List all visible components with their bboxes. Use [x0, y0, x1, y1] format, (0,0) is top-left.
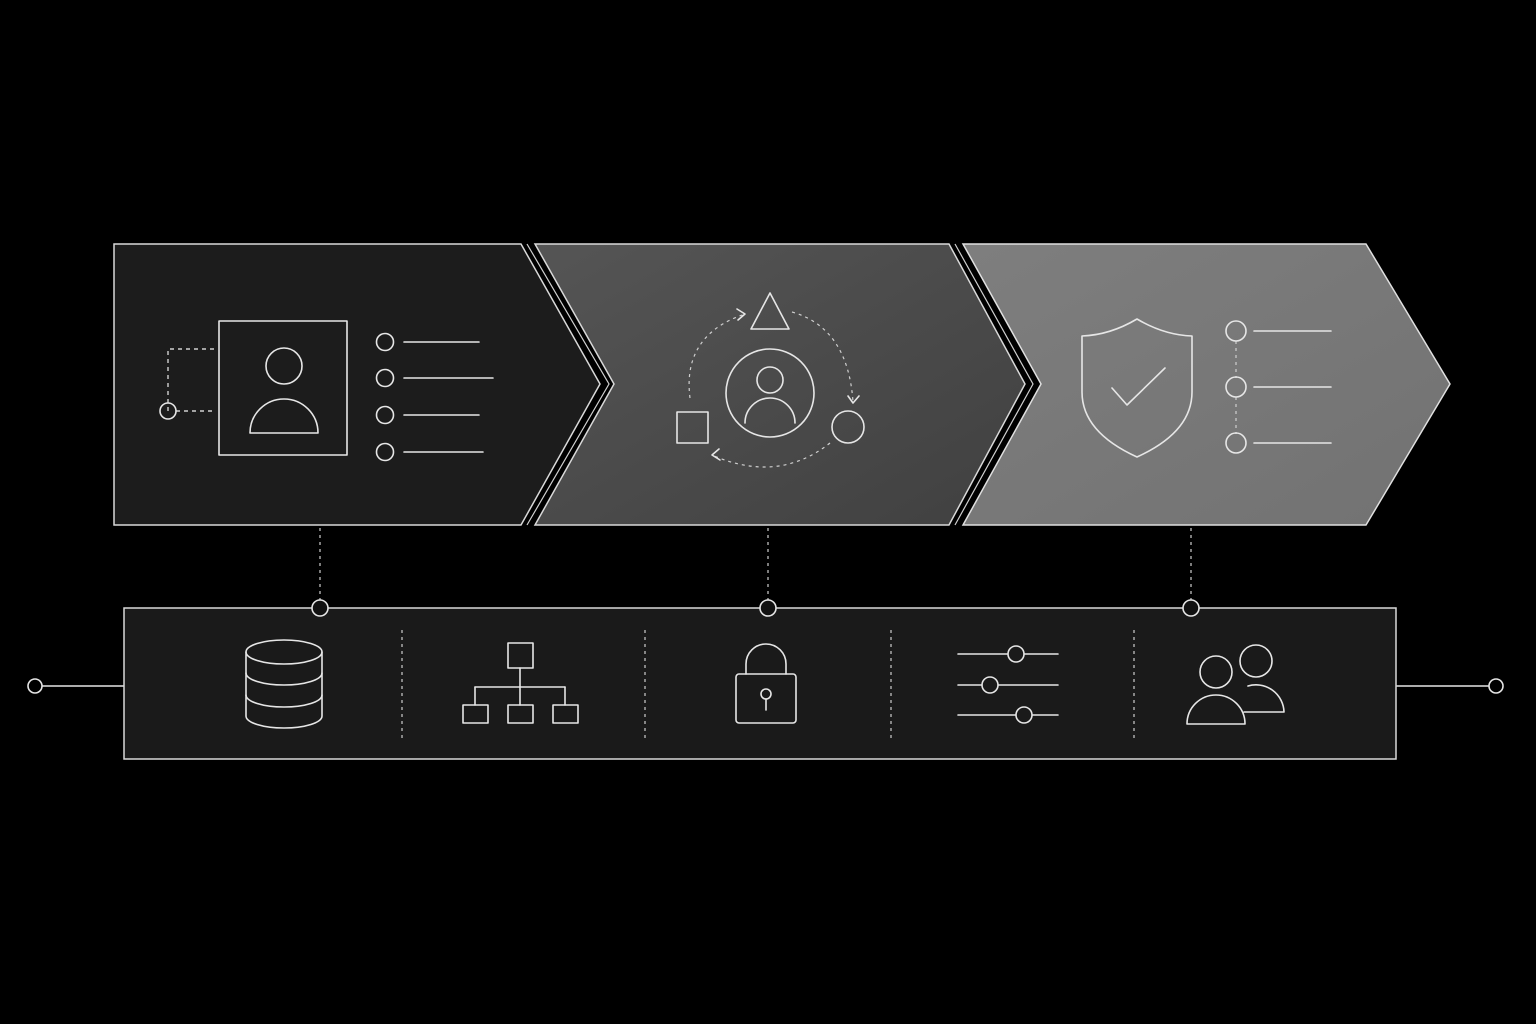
shield-check-icon [1081, 318, 1193, 458]
connector-node-3 [1182, 599, 1200, 617]
stage-2-edge-accent [954, 243, 1034, 526]
stage-1-chevron [113, 243, 610, 526]
stage-2-chevron [533, 243, 1034, 526]
user-cycle-icon [676, 292, 865, 468]
list-icon [1225, 320, 1332, 454]
stage-3-shape [961, 243, 1451, 526]
left-connector-node [27, 678, 43, 694]
stage-1-shape [113, 243, 601, 526]
hierarchy-icon [462, 642, 579, 724]
user-profile-icon [159, 320, 348, 456]
padlock-icon [735, 643, 797, 724]
connector-node-2 [759, 599, 777, 617]
list-icon [375, 332, 494, 462]
foundation-bar [27, 599, 1504, 760]
stage-connectors [319, 528, 1192, 600]
stage-3-chevron [961, 243, 1451, 526]
right-connector-node [1488, 678, 1504, 694]
stage-2-shape [533, 243, 1026, 526]
foundation-panel [123, 607, 1397, 760]
connector-node-1 [311, 599, 329, 617]
stage-1-edge-accent [526, 243, 610, 526]
sliders-icon [957, 645, 1059, 724]
database-icon [245, 639, 323, 729]
users-icon [1186, 644, 1285, 725]
